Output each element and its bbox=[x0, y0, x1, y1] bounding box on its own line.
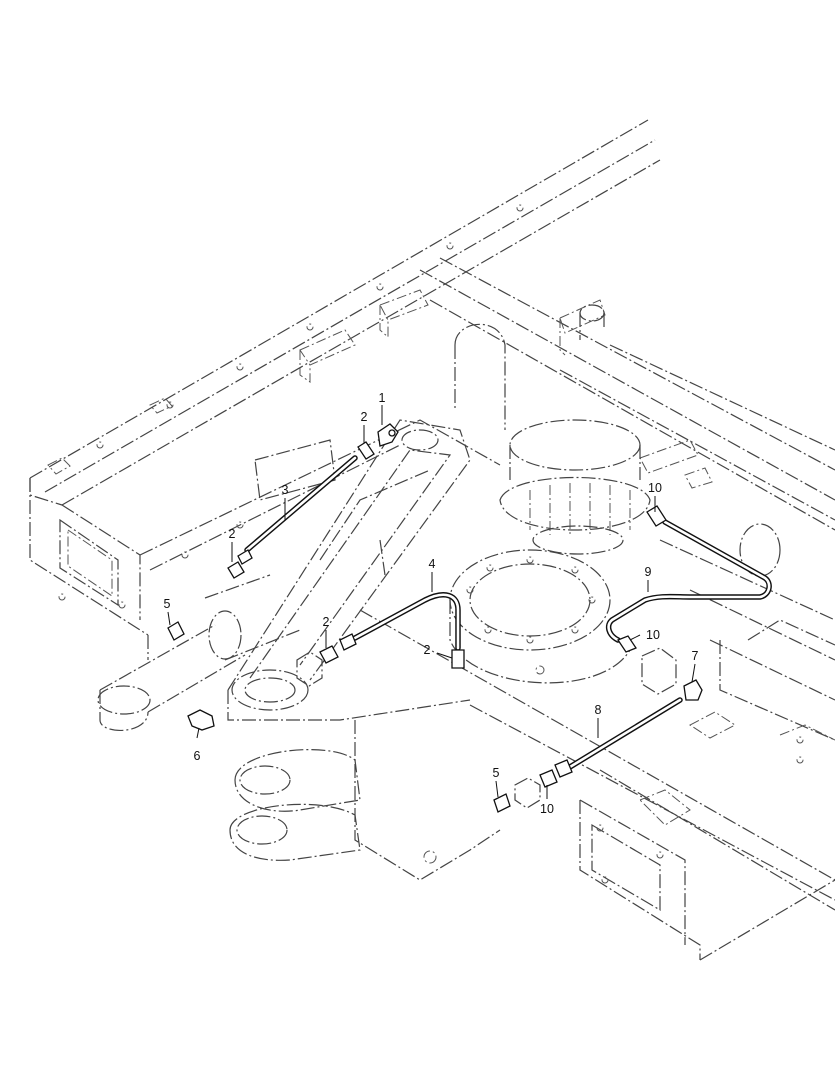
adapter-2-mid bbox=[319, 633, 357, 664]
connector-10-mid bbox=[617, 635, 637, 653]
frame-phantom-outline bbox=[29, 119, 835, 961]
elbow-6 bbox=[187, 709, 215, 731]
tee-7 bbox=[641, 647, 703, 701]
callout-6: 6 bbox=[194, 749, 201, 763]
callout-4: 4 bbox=[429, 557, 436, 571]
callout-10: 10 bbox=[648, 481, 662, 495]
callout-1: 1 bbox=[379, 391, 386, 405]
callout-2: 2 bbox=[323, 615, 330, 629]
callout-2: 2 bbox=[361, 410, 368, 424]
callout-10: 10 bbox=[646, 628, 660, 642]
plug-5-left bbox=[167, 621, 185, 641]
connector-10-bottom bbox=[539, 759, 573, 788]
elbow-fitting-1 bbox=[377, 423, 399, 447]
adapter-2-top bbox=[357, 441, 375, 460]
callout-9: 9 bbox=[645, 565, 652, 579]
boom-and-cylinder-phantom bbox=[97, 323, 506, 881]
leader-lines bbox=[167, 405, 696, 799]
callout-3: 3 bbox=[282, 483, 289, 497]
pipe-9 bbox=[605, 519, 772, 643]
callout-2: 2 bbox=[424, 643, 431, 657]
adapter-2-left bbox=[227, 549, 253, 579]
callout-5: 5 bbox=[164, 597, 171, 611]
adapter-2-right bbox=[451, 649, 465, 669]
hose-8 bbox=[562, 697, 683, 773]
callout-2: 2 bbox=[229, 527, 236, 541]
callout-7: 7 bbox=[692, 649, 699, 663]
callout-10: 10 bbox=[540, 802, 554, 816]
swing-motor-phantom bbox=[296, 304, 781, 809]
callout-8: 8 bbox=[595, 703, 602, 717]
callout-labels: 1 2 3 2 5 2 4 2 6 10 9 10 7 8 5 10 bbox=[164, 391, 699, 816]
hose-3 bbox=[244, 455, 358, 553]
connector-10-top bbox=[646, 505, 667, 527]
callout-5: 5 bbox=[493, 766, 500, 780]
plug-5-bottom bbox=[493, 793, 511, 813]
pipe-4 bbox=[352, 592, 461, 651]
